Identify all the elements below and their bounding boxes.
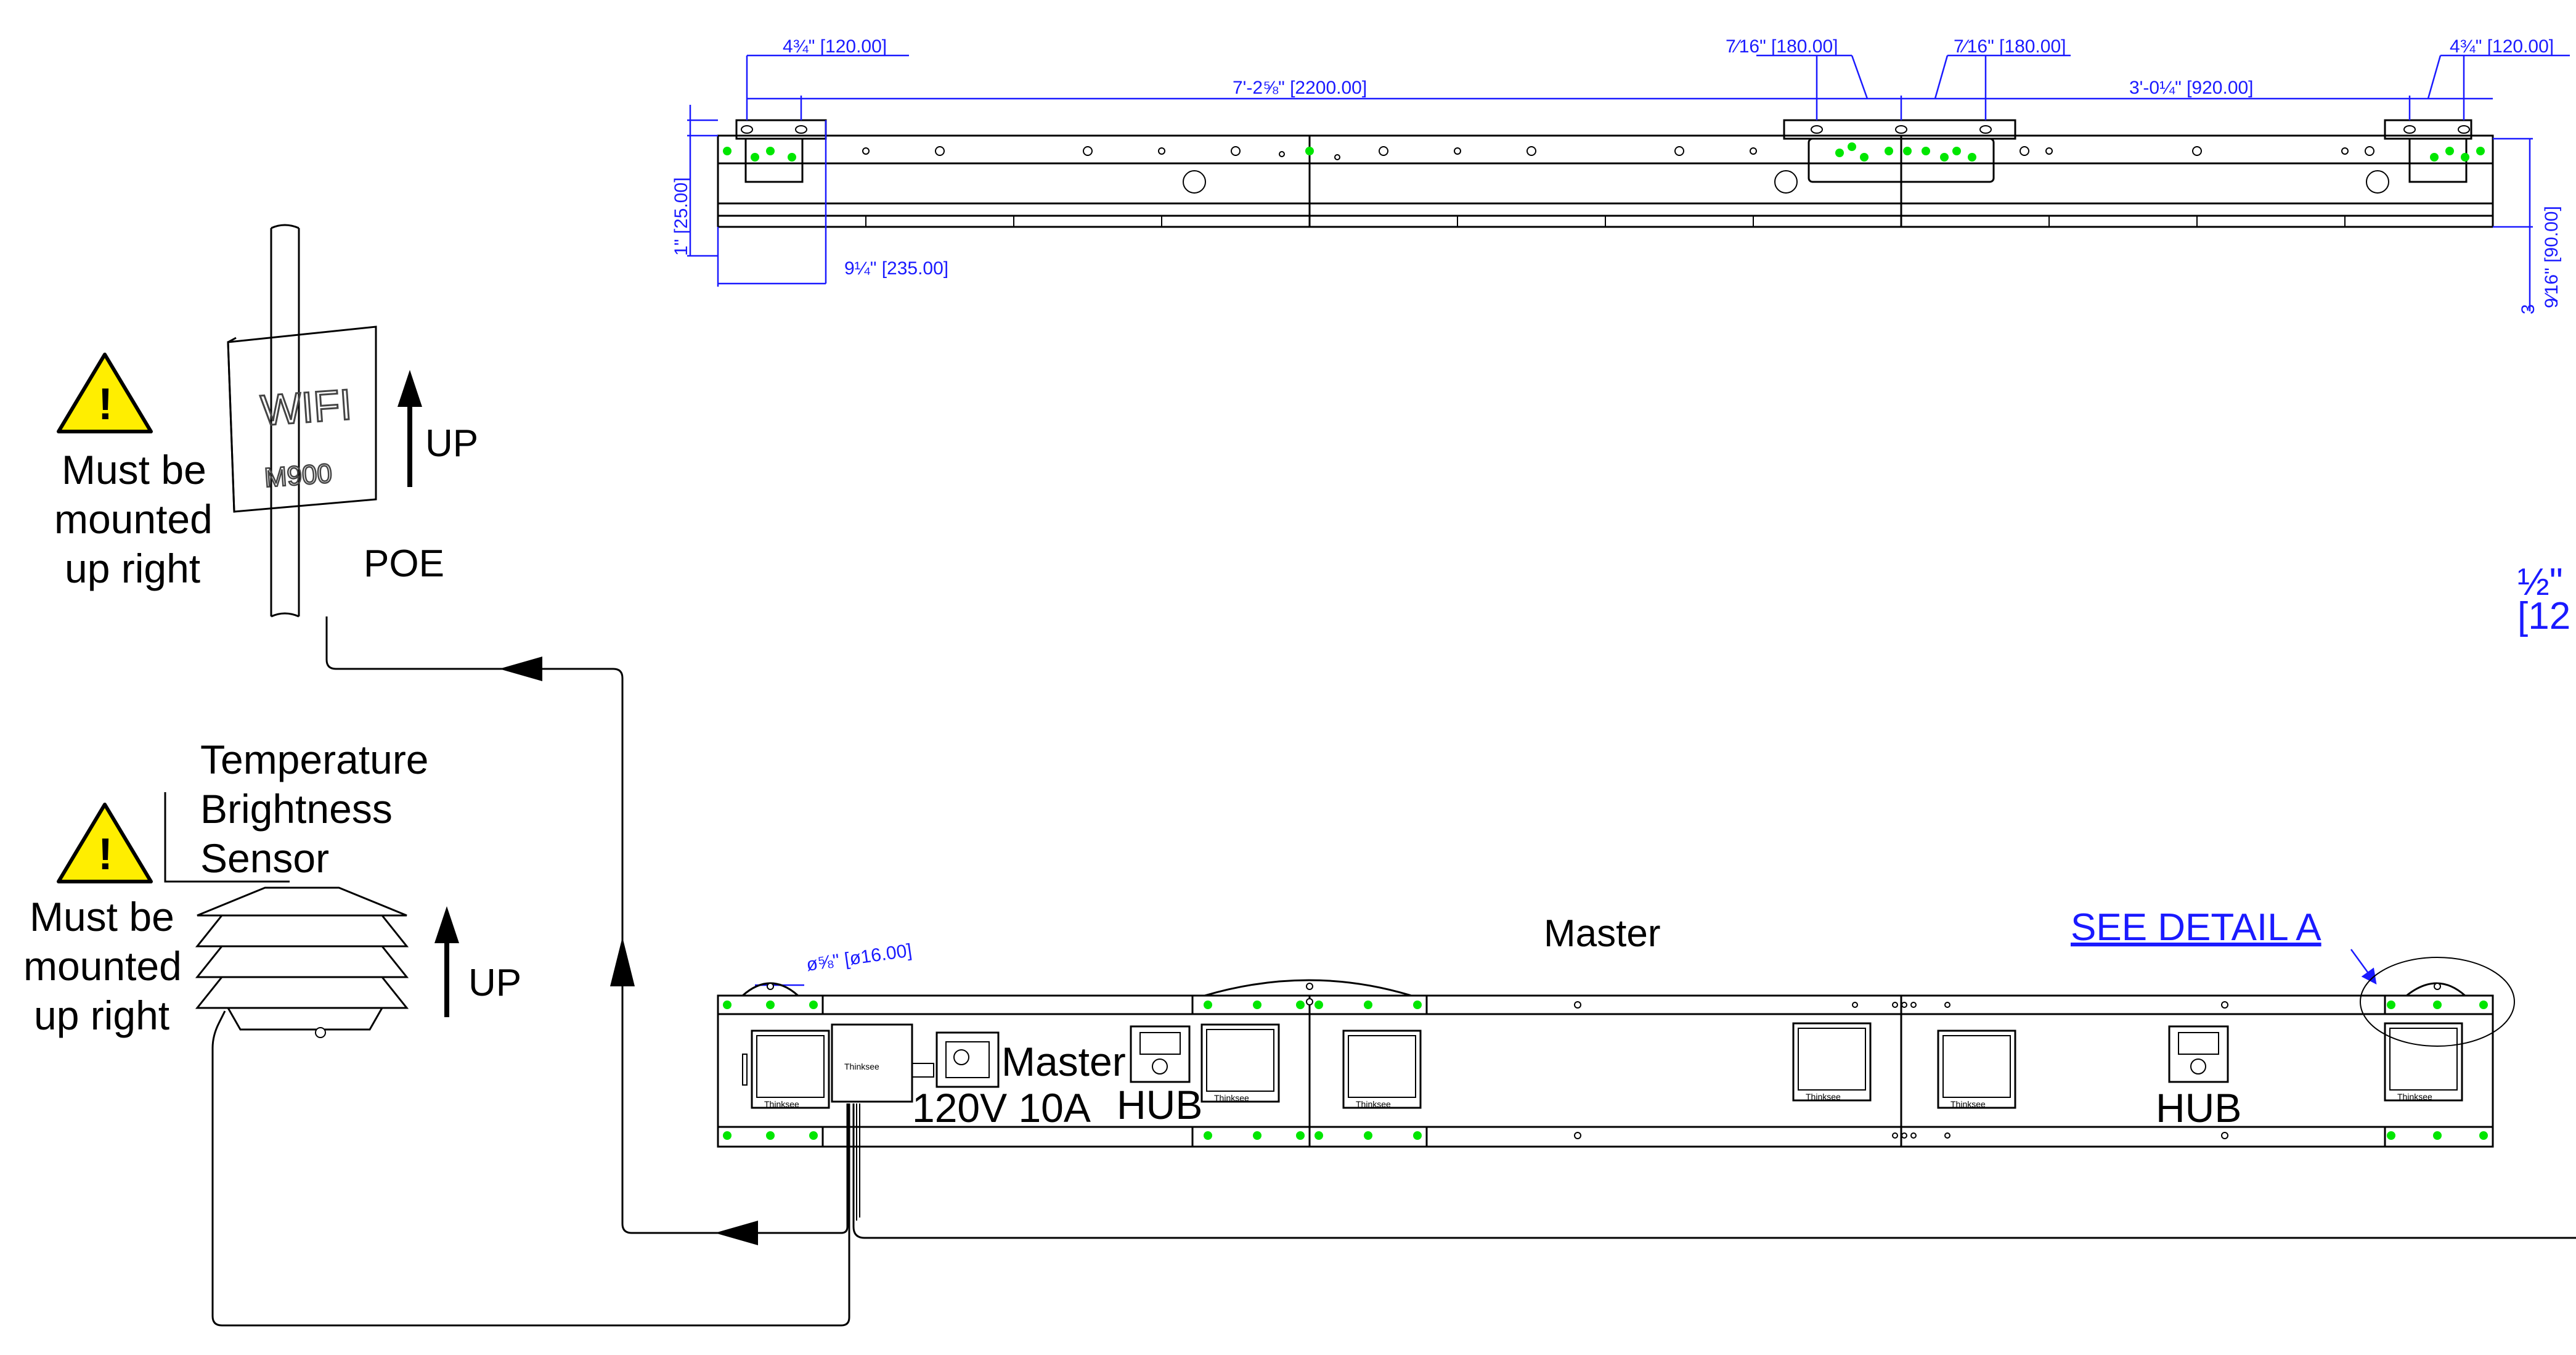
warning2-line2: mounted — [23, 943, 182, 989]
sensor-up-arrow-icon — [434, 906, 459, 1017]
wifi-model-text: M900 — [263, 458, 333, 493]
module-brand: Thinksee — [1214, 1093, 1249, 1103]
warning2-line1: Must be — [30, 894, 174, 939]
controller-brand: Thinksee — [844, 1062, 879, 1071]
warning-triangle-icon-2: ! — [57, 803, 153, 883]
dim-text-120-right: 4¾" [120.00] — [2450, 36, 2554, 57]
poe-label: POE — [364, 542, 444, 585]
master-controller: Thinksee — [831, 1023, 1000, 1103]
dim-text-12: [12 — [2517, 595, 2570, 637]
module-brand: Thinksee — [764, 1099, 799, 1109]
module-brand: Thinksee — [1950, 1099, 1986, 1109]
module-brand: Thinksee — [1356, 1099, 1391, 1109]
sensor-line3: Sensor — [200, 835, 329, 881]
dim-text-120-left: 4¾" [120.00] — [783, 36, 887, 57]
dim-text-90: 9⁄16" [90.00] — [2541, 206, 2562, 308]
dim-text-diameter: ø⅝" [ø16.00] — [805, 940, 913, 975]
dim-text-90-prefix: 3 — [2518, 304, 2538, 314]
master-unit-label: Master — [1001, 1039, 1126, 1084]
warning-triangle-icon: ! — [57, 353, 153, 433]
sensor-up-label: UP — [468, 962, 521, 1004]
light-module: Thinksee — [1792, 1022, 1872, 1102]
top-truss-view — [717, 119, 2494, 228]
hub-label-2: HUB — [2156, 1085, 2241, 1131]
up-arrow-icon — [397, 370, 422, 487]
master-label-top: Master — [1544, 912, 1660, 955]
dim-text-180-a: 7⁄16" [180.00] — [1726, 36, 1838, 57]
hub-label-1: HUB — [1117, 1082, 1202, 1128]
dim-text-2200: 7'-2⅝" [2200.00] — [1233, 78, 1367, 98]
dim-text-half-inch: ½" — [2517, 561, 2563, 604]
light-module: Thinksee — [2384, 1022, 2463, 1102]
bottom-truss — [717, 957, 2515, 1148]
module-brand: Thinksee — [1806, 1092, 1841, 1102]
see-detail-link[interactable]: SEE DETAIL A — [2071, 906, 2321, 949]
module-brand: Thinksee — [2397, 1092, 2432, 1102]
wifi-panel-text: WIFI — [259, 380, 354, 435]
warning2-line3: up right — [34, 993, 169, 1038]
light-module: Thinksee — [1342, 1030, 1422, 1109]
wifi-unit: WIFI M900 — [227, 224, 377, 618]
power-label: 120V 10A — [912, 1085, 1091, 1131]
svg-text:!: ! — [98, 830, 113, 879]
sensor-icon — [195, 886, 409, 1038]
warning1-line3: up right — [65, 546, 200, 591]
svg-text:!: ! — [98, 380, 113, 429]
light-module: Thinksee — [1200, 1023, 1280, 1103]
light-module: Thinksee — [1937, 1030, 2016, 1109]
sensor-line2: Brightness — [200, 786, 393, 832]
hub-device-icon — [1130, 1025, 1191, 1083]
dimension-lines — [687, 54, 2570, 986]
dim-text-235: 9¼" [235.00] — [844, 258, 948, 279]
cable-paths — [211, 616, 2576, 1327]
warning1-line2: mounted — [54, 496, 213, 542]
led-dots-bottom — [723, 1001, 2488, 1140]
light-module: Thinksee — [742, 1030, 830, 1109]
dim-text-25: 1" [25.00] — [671, 178, 691, 256]
led-dots-top — [723, 142, 2485, 162]
dim-text-920: 3'-0¼" [920.00] — [2129, 78, 2254, 98]
hub-device-icon-2 — [2168, 1025, 2229, 1083]
wifi-up-label: UP — [425, 422, 478, 465]
warning1-line1: Must be — [62, 447, 206, 493]
dim-text-180-b: 7⁄16" [180.00] — [1954, 36, 2066, 57]
sensor-line1: Temperature — [200, 737, 429, 782]
